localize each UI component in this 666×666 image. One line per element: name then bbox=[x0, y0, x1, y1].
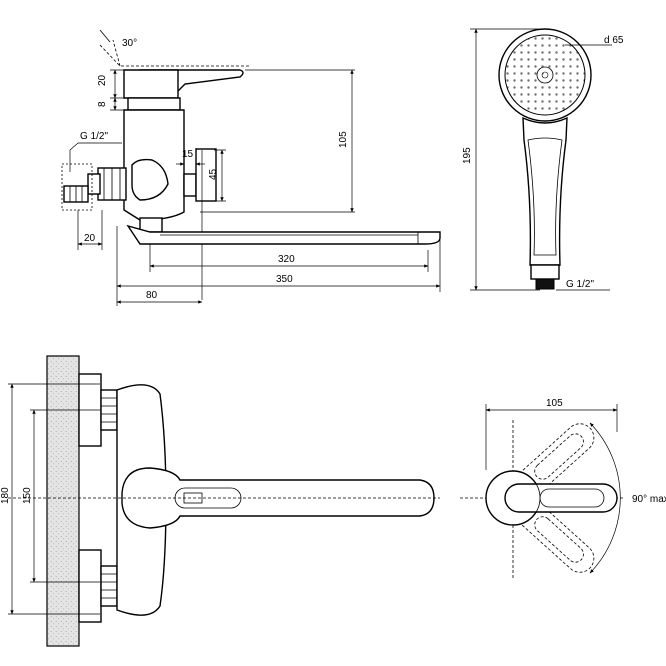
lever-width-label: 105 bbox=[546, 398, 563, 409]
dim-total-height: 180 bbox=[0, 383, 100, 615]
dim-rotation-range: 90° max bbox=[589, 422, 666, 574]
dim-lever-width: 105 bbox=[485, 398, 618, 470]
side-view: 30° bbox=[61, 29, 441, 306]
handle-height-label: 20 bbox=[97, 74, 108, 86]
connection-depth-label: 20 bbox=[84, 233, 96, 244]
dim-connection-thread: G 1/2" bbox=[69, 131, 122, 172]
dim-head-diameter: d 65 bbox=[565, 35, 624, 46]
lever-angle-indicator: 30° bbox=[99, 29, 250, 67]
dim-handle-height: 20 bbox=[97, 69, 117, 99]
dim-connection-depth: 20 bbox=[77, 210, 103, 250]
dim-spout-height: 105 bbox=[200, 69, 355, 213]
wall-to-axis-label: 80 bbox=[146, 290, 158, 301]
dim-shower-length: 195 bbox=[462, 28, 540, 291]
center-distance-label: 150 bbox=[22, 487, 33, 504]
dim-shower-thread: G 1/2" bbox=[556, 279, 610, 291]
lever-top-view: 90° max 105 bbox=[460, 398, 666, 580]
total-reach-label: 350 bbox=[276, 274, 293, 285]
dim-cartridge-height: 8 bbox=[97, 97, 117, 111]
total-height-label: 180 bbox=[0, 487, 11, 504]
dim-wall-to-axis: 80 bbox=[116, 290, 203, 304]
hand-shower-view: d 65 195 G 1/2" bbox=[462, 28, 624, 291]
rear-outlet bbox=[183, 148, 217, 202]
dim-center-distance: 150 bbox=[22, 409, 100, 583]
outlet-height-label: 45 bbox=[208, 168, 219, 180]
lever-handle bbox=[123, 69, 244, 99]
shower-handle bbox=[522, 116, 568, 290]
head-diameter-label: d 65 bbox=[604, 35, 624, 46]
lever-angle-label: 30° bbox=[122, 38, 137, 49]
dim-spout-reach: 320 bbox=[149, 244, 429, 272]
spout-reach-label: 320 bbox=[278, 254, 295, 265]
dim-total-reach: 350 bbox=[116, 226, 441, 306]
rotation-label: 90° max bbox=[632, 494, 666, 505]
connection-thread-label: G 1/2" bbox=[80, 131, 108, 142]
shower-length-label: 195 bbox=[462, 147, 473, 164]
spout-height-label: 105 bbox=[338, 131, 349, 148]
eccentric-offset-label: 15 bbox=[182, 149, 194, 160]
dim-eccentric-offset: 15 bbox=[176, 148, 205, 170]
front-view: 180 150 bbox=[0, 355, 440, 647]
cartridge-height-label: 8 bbox=[97, 101, 108, 107]
wall-section bbox=[46, 355, 80, 647]
eccentric-connector bbox=[61, 163, 127, 211]
dim-outlet-height: 45 bbox=[208, 149, 226, 202]
shower-thread-label: G 1/2" bbox=[566, 279, 594, 290]
mixer-body bbox=[123, 97, 185, 221]
spout bbox=[126, 217, 441, 245]
cartridge-cap bbox=[127, 97, 181, 111]
shower-head bbox=[498, 28, 592, 122]
